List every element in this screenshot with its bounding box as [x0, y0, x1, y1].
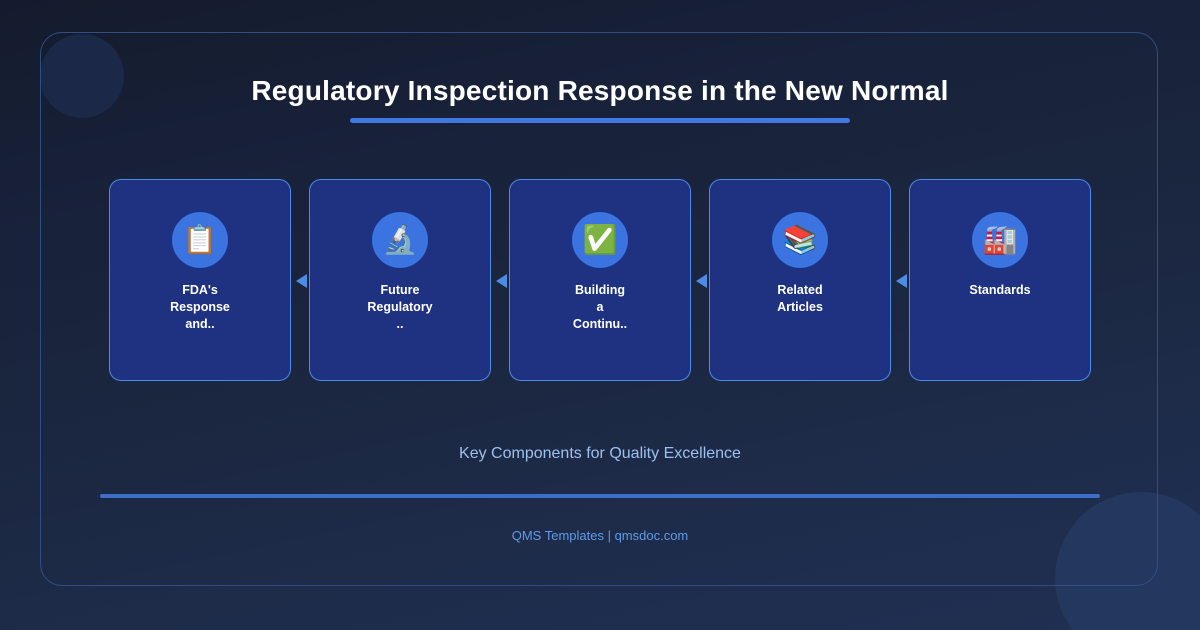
footer-branding: QMS Templates | qmsdoc.com	[511, 528, 689, 543]
connector-arrow-left-icon	[496, 274, 507, 288]
title-block: Regulatory Inspection Response in the Ne…	[0, 72, 1200, 110]
page-title: Regulatory Inspection Response in the Ne…	[251, 75, 949, 106]
card-label: Future Regulatory ..	[367, 283, 433, 331]
card-related-articles[interactable]: 📚 Related Articles	[709, 179, 891, 381]
card-label: Related Articles	[777, 283, 823, 314]
slide-frame-border	[40, 32, 1158, 586]
card-slot: 🏭 Standards	[900, 179, 1100, 381]
check-mark-icon: ✅	[572, 212, 628, 268]
card-building-a-continuous[interactable]: ✅ Building a Continu..	[509, 179, 691, 381]
books-icon: 📚	[772, 212, 828, 268]
subtitle-text: Key Components for Quality Excellence	[459, 445, 741, 462]
card-label: FDA's Response and..	[170, 283, 230, 331]
microscope-icon: 🔬	[372, 212, 428, 268]
card-future-regulatory[interactable]: 🔬 Future Regulatory ..	[309, 179, 491, 381]
connector-arrow-left-icon	[896, 274, 907, 288]
card-standards[interactable]: 🏭 Standards	[909, 179, 1091, 381]
connector-arrow-left-icon	[296, 274, 307, 288]
connector-arrow-left-icon	[696, 274, 707, 288]
card-label: Building a Continu..	[572, 283, 628, 331]
cards-row: 📋 FDA's Response and.. 🔬 Future Regulato…	[100, 179, 1100, 381]
footer-divider	[100, 494, 1100, 498]
title-underline	[350, 118, 850, 123]
card-slot: 📚 Related Articles	[700, 179, 907, 381]
card-fdas-response[interactable]: 📋 FDA's Response and..	[109, 179, 291, 381]
card-slot: 📋 FDA's Response and..	[100, 179, 307, 381]
factory-icon: 🏭	[972, 212, 1028, 268]
card-slot: 🔬 Future Regulatory ..	[300, 179, 507, 381]
card-label: Standards	[969, 283, 1031, 297]
card-slot: ✅ Building a Continu..	[500, 179, 707, 381]
clipboard-icon: 📋	[172, 212, 228, 268]
